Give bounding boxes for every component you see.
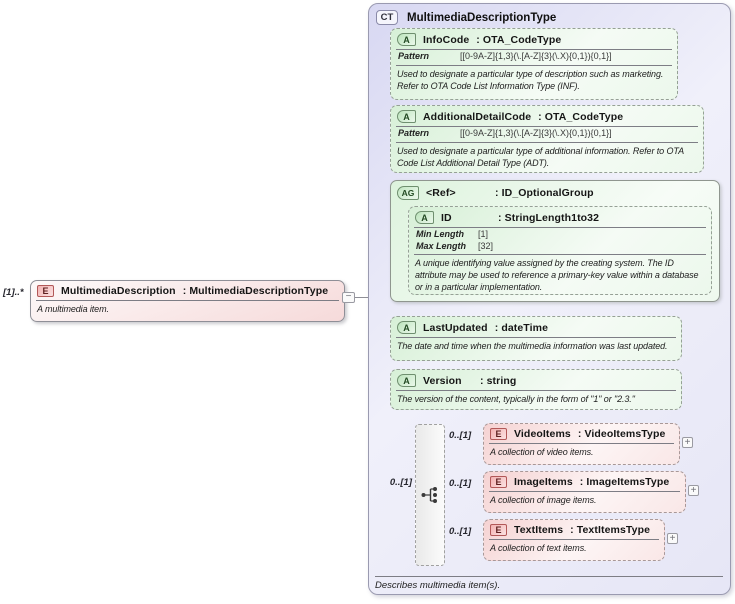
cardinality-sequence: 0..[1] <box>389 477 412 488</box>
attribute-box-version[interactable]: A Version : string The version of the con… <box>390 369 682 410</box>
attributegroup-icon: AG <box>397 186 419 200</box>
element-icon: E <box>490 428 507 440</box>
divider <box>489 539 659 540</box>
element-box-videoitems[interactable]: E VideoItems : VideoItemsType A collectio… <box>483 423 680 465</box>
expand-toggle-imageitems[interactable]: + <box>688 485 699 496</box>
root-element-description: A multimedia item. <box>37 304 109 314</box>
facet-value: [32] <box>478 240 494 251</box>
sequence-icon <box>421 487 437 503</box>
expand-toggle-textitems[interactable]: + <box>667 533 678 544</box>
element-box-textitems[interactable]: E TextItems : TextItemsType A collection … <box>483 519 665 561</box>
attribute-icon: A <box>397 374 416 387</box>
footer-divider <box>375 576 723 577</box>
attributegroup-name: <Ref> <box>426 187 456 199</box>
sequence-box[interactable] <box>415 424 445 566</box>
facet-section: Min Length [1] Max Length [32] <box>414 227 706 256</box>
attribute-name: Version <box>423 374 462 387</box>
attribute-box-id[interactable]: A ID : StringLength1to32 Min Length [1] M… <box>408 206 712 295</box>
attribute-type: : OTA_CodeType <box>538 110 624 123</box>
attribute-box-lastupdated[interactable]: A LastUpdated : dateTime The date and tim… <box>390 316 682 361</box>
facet-value: [[0-9A-Z]{1,3}(\.[A-Z]{3}(\.X){0,1}){0,1… <box>460 128 612 138</box>
attribute-description: Used to designate a particular type of d… <box>397 68 664 91</box>
element-name: VideoItems <box>514 428 571 440</box>
cardinality-imageitems: 0..[1] <box>449 478 472 489</box>
attribute-icon: A <box>397 33 416 46</box>
complextype-annotation: Describes multimedia item(s). <box>375 580 501 591</box>
attributegroup-type: : ID_OptionalGroup <box>495 187 594 199</box>
element-type: : VideoItemsType <box>577 428 666 440</box>
element-name: TextItems <box>514 524 564 536</box>
connector-root-to-ct <box>345 297 368 298</box>
attribute-box-infocode[interactable]: A InfoCode : OTA_CodeType Pattern [[0-9A-… <box>390 28 678 100</box>
divider <box>36 300 339 301</box>
facet-section: Pattern [[0-9A-Z]{1,3}(\.[A-Z]{3}(\.X){0… <box>396 126 698 143</box>
facet-label: Pattern <box>398 51 430 61</box>
facet-value: [1] <box>478 229 489 239</box>
attribute-type: : string <box>480 374 517 387</box>
element-type: : TextItemsType <box>570 524 651 536</box>
element-name: ImageItems <box>514 476 573 488</box>
element-description: A collection of video items. <box>490 447 594 457</box>
attribute-description: The version of the content, typically in… <box>397 394 635 404</box>
complextype-title: MultimediaDescriptionType <box>407 11 557 24</box>
complextype-icon: CT <box>376 10 398 25</box>
attribute-name: LastUpdated <box>423 321 488 334</box>
attribute-type: : OTA_CodeType <box>476 33 562 46</box>
element-icon: E <box>490 476 507 488</box>
attribute-type: : StringLength1to32 <box>498 211 600 224</box>
facet-label: Pattern <box>398 128 430 138</box>
attribute-name: ID <box>441 211 452 224</box>
element-icon: E <box>490 524 507 536</box>
attribute-box-additionaldetailcode[interactable]: A AdditionalDetailCode : OTA_CodeType Pat… <box>390 105 704 173</box>
divider <box>489 443 674 444</box>
element-description: A collection of text items. <box>490 543 587 553</box>
attribute-name: AdditionalDetailCode <box>423 110 532 123</box>
root-element-type: : MultimediaDescriptionType <box>182 285 329 297</box>
element-type: : ImageItemsType <box>579 476 670 488</box>
divider <box>396 390 676 391</box>
attribute-icon: A <box>397 321 416 334</box>
facet-value: [[0-9A-Z]{1,3}(\.[A-Z]{3}(\.X){0,1}){0,1… <box>460 51 612 61</box>
element-box-imageitems[interactable]: E ImageItems : ImageItemsType A collectio… <box>483 471 686 513</box>
attribute-description: Used to designate a particular type of a… <box>397 145 684 168</box>
cardinality-textitems: 0..[1] <box>449 526 472 537</box>
attribute-type: : dateTime <box>494 321 549 334</box>
attribute-description: A unique identifying value assigned by t… <box>415 258 699 293</box>
cardinality-root: [1]..* <box>3 287 24 298</box>
collapse-toggle[interactable]: − <box>342 292 355 303</box>
facet-section: Pattern [[0-9A-Z]{1,3}(\.[A-Z]{3}(\.X){0… <box>396 49 672 66</box>
facet-label: Max Length <box>416 240 467 251</box>
divider <box>489 491 680 492</box>
expand-toggle-videoitems[interactable]: + <box>682 437 693 448</box>
attribute-icon: A <box>415 211 434 224</box>
attribute-icon: A <box>397 110 416 123</box>
divider <box>396 337 676 338</box>
facet-label: Min Length <box>416 229 464 239</box>
root-element-box[interactable]: E MultimediaDescription : MultimediaDescr… <box>30 280 345 322</box>
attribute-description: The date and time when the multimedia in… <box>397 341 668 351</box>
element-icon: E <box>37 285 54 297</box>
root-element-name: MultimediaDescription <box>61 285 176 297</box>
element-description: A collection of image items. <box>490 495 597 505</box>
attribute-name: InfoCode <box>423 33 470 46</box>
cardinality-videoitems: 0..[1] <box>449 430 472 441</box>
